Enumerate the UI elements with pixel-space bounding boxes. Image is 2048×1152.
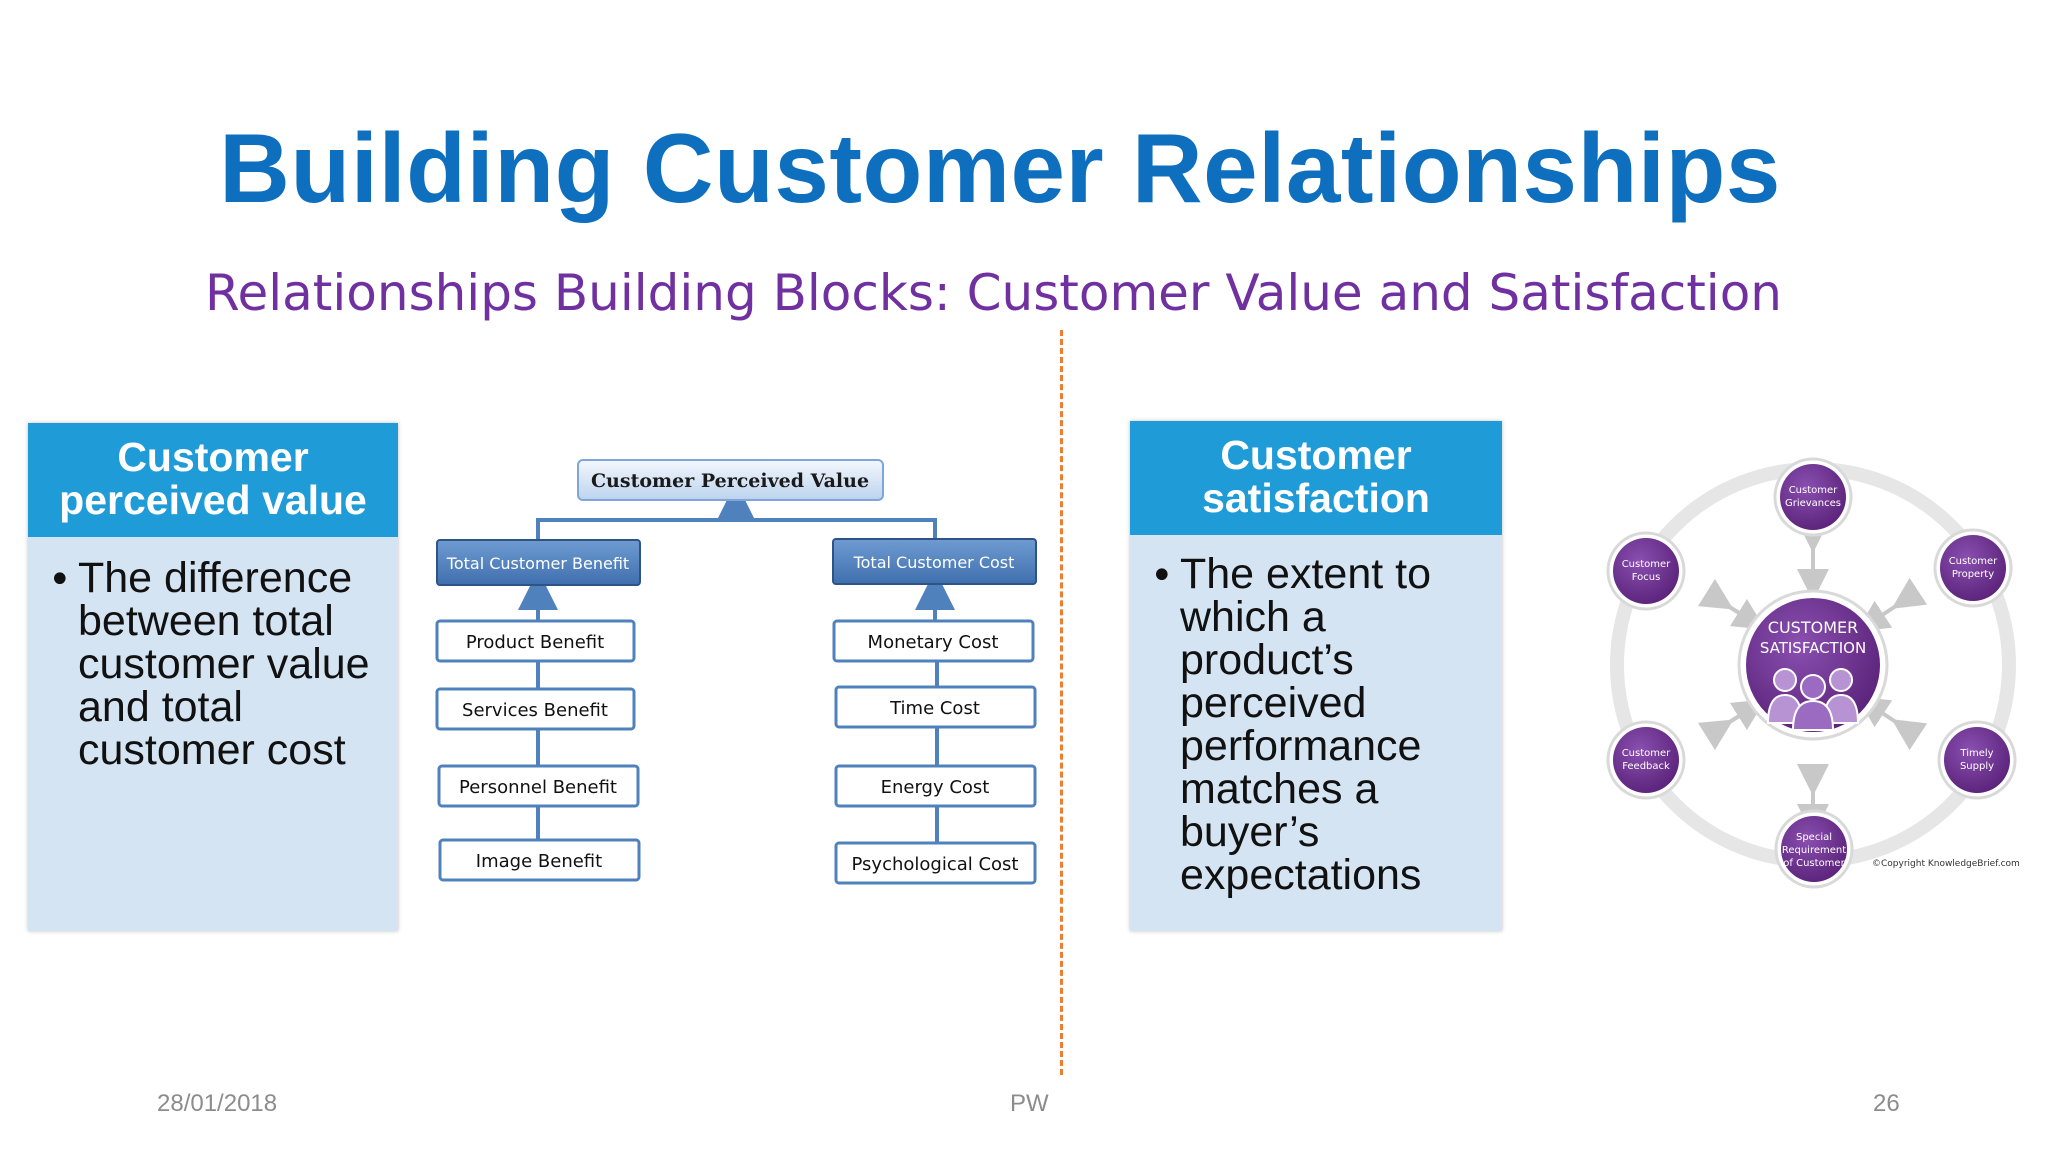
node-label-line: Grievances <box>1785 498 1841 509</box>
dashed-divider <box>1060 330 1063 1075</box>
heading-line: Customer <box>117 434 309 480</box>
satisfaction-definition: The extent to which a product’s perceive… <box>1180 553 1490 897</box>
cost-header-label: Total Customer Cost <box>853 553 1015 572</box>
benefit-label: Services Benefit <box>462 700 608 721</box>
benefit-item: Product Benefit <box>435 619 636 663</box>
benefit-item: Personnel Benefit <box>437 764 640 808</box>
slide-title: Building Customer Relationships <box>219 113 1781 223</box>
node-label-line: Focus <box>1632 572 1661 583</box>
body-line: customer cost <box>78 726 346 774</box>
cycle-arrows <box>1697 521 1928 836</box>
cycle-node-grievances: Customer Grievances <box>1773 457 1853 537</box>
satisfaction-center-node: CUSTOMER SATISFACTION <box>1737 589 1889 741</box>
node-label-line: Customer <box>1789 485 1838 496</box>
benefit-item: Image Benefit <box>438 838 641 882</box>
footer-date: 28/01/2018 <box>157 1090 278 1117</box>
cost-item: Energy Cost <box>834 764 1037 808</box>
footer-author: PW <box>1010 1090 1049 1117</box>
body-line: expectations <box>1180 851 1422 899</box>
cost-label: Time Cost <box>889 698 980 719</box>
benefit-label: Personnel Benefit <box>459 777 617 798</box>
node-label-line: Customer <box>1949 556 1998 567</box>
tree-root-node: Customer Perceived Value <box>577 459 884 501</box>
node-label-line: Customer <box>1622 559 1671 570</box>
cost-label: Energy Cost <box>881 777 990 798</box>
body-line: buyer’s <box>1180 808 1320 856</box>
node-label-line: of Customer <box>1783 858 1845 869</box>
copyright-note: ©Copyright KnowledgeBrief.com <box>1872 859 2020 869</box>
cost-item: Psychological Cost <box>834 841 1037 885</box>
perceived-value-definition: The difference between total customer va… <box>78 557 388 772</box>
bullet-icon: • <box>48 557 72 603</box>
footer-page-number: 26 <box>1873 1090 1900 1117</box>
people-icon <box>1766 668 1860 731</box>
center-label-line: CUSTOMER <box>1768 618 1858 637</box>
benefit-header-label: Total Customer Benefit <box>446 554 629 573</box>
body-line: The extent to <box>1180 550 1431 598</box>
body-line: The difference <box>78 554 353 602</box>
body-line: between total <box>78 597 334 645</box>
cost-header-node: Total Customer Cost <box>832 538 1037 585</box>
body-line: matches a <box>1180 765 1379 813</box>
cost-item: Monetary Cost <box>832 619 1035 663</box>
body-line: performance <box>1180 722 1422 770</box>
benefit-label: Product Benefit <box>466 632 604 653</box>
cycle-node-timely-supply: Timely Supply <box>1937 720 2017 800</box>
body-line: product’s <box>1180 636 1354 684</box>
cost-label: Psychological Cost <box>852 854 1019 875</box>
tree-root-label: Customer Perceived Value <box>591 470 869 492</box>
node-label-line: Supply <box>1960 761 1994 772</box>
cost-item: Time Cost <box>834 685 1037 729</box>
node-label-line: Requirement <box>1782 845 1846 856</box>
perceived-value-heading: Customer perceived value <box>28 423 398 537</box>
benefit-item: Services Benefit <box>435 687 636 731</box>
node-label-line: Feedback <box>1622 761 1670 772</box>
cycle-node-feedback: Customer Feedback <box>1606 720 1686 800</box>
tree-connectors <box>518 482 955 842</box>
bullet-icon: • <box>1150 553 1174 599</box>
node-label-line: Customer <box>1622 748 1671 759</box>
cycle-node-property: Customer Property <box>1933 528 2013 608</box>
perceived-value-panel: Customer perceived value • The differenc… <box>28 423 398 931</box>
perceived-value-tree: Customer Perceived Value Total Customer … <box>435 459 1037 885</box>
satisfaction-panel: Customer satisfaction • The extent to wh… <box>1130 421 1502 931</box>
body-line: perceived <box>1180 679 1367 727</box>
satisfaction-cycle-diagram: CUSTOMER SATISFACTION Customer Grievance… <box>1606 457 2020 889</box>
slide-subtitle: Relationships Building Blocks: Customer … <box>205 264 1782 322</box>
heading-line: satisfaction <box>1202 475 1430 521</box>
node-label-line: Property <box>1952 569 1994 580</box>
heading-line: Customer <box>1220 432 1412 478</box>
cycle-node-special-requirement: Special Requirement of Customer <box>1774 809 1854 889</box>
cycle-node-focus: Customer Focus <box>1606 531 1686 611</box>
node-label-line: Timely <box>1959 748 1993 759</box>
body-line: customer value <box>78 640 370 688</box>
node-label-line: Special <box>1796 832 1832 843</box>
benefit-label: Image Benefit <box>476 851 602 872</box>
heading-line: perceived value <box>59 477 367 523</box>
benefit-header-node: Total Customer Benefit <box>436 539 641 586</box>
satisfaction-heading: Customer satisfaction <box>1130 421 1502 535</box>
body-line: which a <box>1180 593 1326 641</box>
body-line: and total <box>78 683 243 731</box>
cost-label: Monetary Cost <box>868 632 999 653</box>
center-label-line: SATISFACTION <box>1760 639 1866 657</box>
